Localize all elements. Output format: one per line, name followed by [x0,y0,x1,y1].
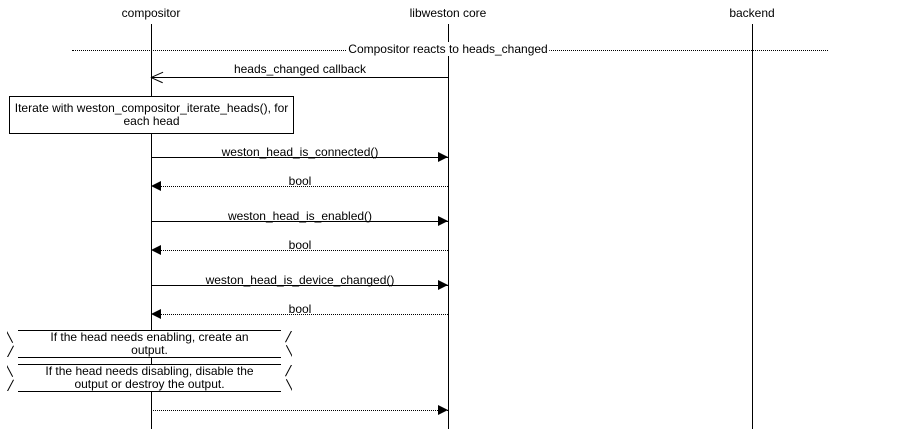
message-line-bool-device-changed [151,314,448,315]
state-note-head-needs-enabling: If the head needs enabling, create an ou… [7,330,292,358]
message-label-bool-connected: bool [288,174,312,188]
arrowhead-right-icon [438,280,448,290]
lifeline-backend [752,24,753,429]
message-label-bool-device-changed: bool [288,302,312,316]
participant-label-compositor: compositor [121,6,181,20]
arrowhead-right-icon [438,152,448,162]
state-note-head-needs-disabling: If the head needs disabling, disable the… [7,364,292,392]
message-label-weston-head-is-connected: weston_head_is_connected() [221,145,379,159]
message-line-weston-head-is-connected [151,157,448,158]
arrowhead-left-icon [151,181,161,191]
message-line-weston-head-is-enabled [151,221,448,222]
hexagon-left-cap-icon [7,365,18,391]
state-note-head-needs-disabling-text: If the head needs disabling, disable the… [45,364,254,391]
hexagon-right-cap-icon [281,365,292,391]
arrowhead-right-icon [438,405,448,415]
message-line-final-return [151,410,448,411]
participant-label-libweston-core: libweston core [409,6,487,20]
note-iterate-heads-text: Iterate with weston_compositor_iterate_h… [14,101,289,128]
message-line-heads-changed-callback [151,77,448,78]
message-line-bool-connected [151,186,448,187]
message-label-weston-head-is-enabled: weston_head_is_enabled() [227,209,373,223]
message-line-weston-head-is-device-changed [151,285,448,286]
divider-label: Compositor reacts to heads_changed [346,42,550,56]
message-label-heads-changed-callback: heads_changed callback [233,62,367,76]
arrowhead-left-icon [151,309,161,319]
participant-label-backend: backend [729,6,775,20]
hexagon-right-cap-icon [281,331,292,357]
arrowhead-right-icon [438,216,448,226]
lifeline-compositor [151,24,152,429]
message-label-bool-enabled: bool [288,238,312,252]
message-line-bool-enabled [151,250,448,251]
arrowhead-left-icon [151,245,161,255]
state-note-head-needs-enabling-text: If the head needs enabling, create an ou… [50,330,249,357]
message-label-weston-head-is-device-changed: weston_head_is_device_changed() [205,273,395,287]
hexagon-left-cap-icon [7,331,18,357]
note-iterate-heads: Iterate with weston_compositor_iterate_h… [9,96,294,134]
lifeline-libweston-core [448,24,449,429]
arrowhead-open-left-icon [150,70,164,84]
